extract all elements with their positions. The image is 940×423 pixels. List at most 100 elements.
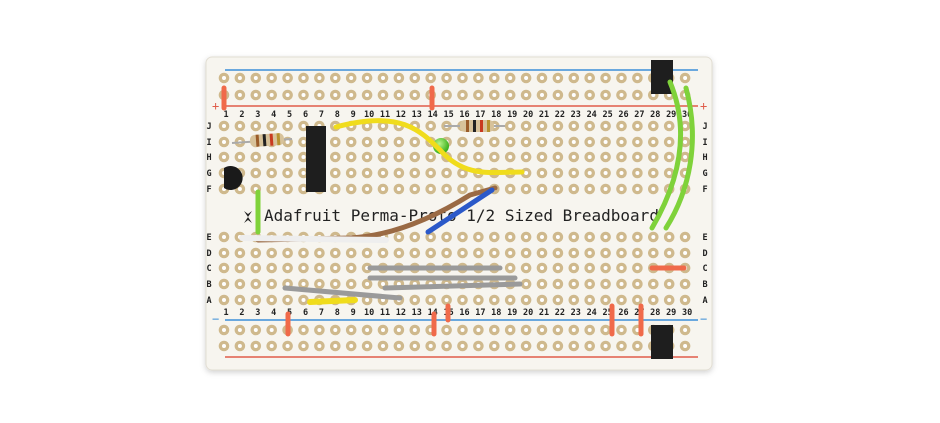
- pad-hole: [285, 298, 290, 302]
- pad-hole: [540, 93, 544, 97]
- pad-hole: [349, 282, 354, 286]
- pad-hole: [603, 155, 608, 159]
- pad-hole: [333, 266, 338, 270]
- column-number-bottom: 10: [364, 308, 374, 318]
- pad-hole: [540, 266, 544, 270]
- pad-hole: [381, 171, 385, 175]
- row-letter-left: F: [206, 185, 211, 195]
- pad-hole: [555, 298, 560, 302]
- pad-hole: [269, 171, 274, 175]
- pad-hole: [587, 328, 592, 332]
- pad-hole: [301, 93, 306, 97]
- pad-hole: [683, 155, 688, 159]
- pad-hole: [635, 171, 640, 175]
- pad-hole: [587, 124, 592, 128]
- pad-hole: [619, 282, 624, 286]
- grey-wire-4: [282, 285, 403, 301]
- column-number-bottom: 18: [491, 308, 501, 318]
- pad-hole: [333, 171, 338, 175]
- pad-hole: [269, 187, 274, 191]
- pad-hole: [571, 344, 576, 348]
- pad-hole: [571, 140, 576, 144]
- pad-hole: [381, 76, 385, 80]
- pad-hole: [269, 155, 274, 159]
- pad-hole: [428, 298, 433, 302]
- row-letter-right: G: [702, 169, 707, 179]
- column-number-top: 21: [539, 110, 549, 120]
- pad-hole: [428, 187, 433, 191]
- pad-hole: [508, 344, 513, 348]
- pad-hole: [285, 155, 290, 159]
- pad-hole: [460, 344, 465, 348]
- pad-hole: [349, 155, 354, 159]
- pad-hole: [237, 187, 242, 191]
- minus-sign-br: −: [700, 312, 707, 326]
- pad-hole: [492, 140, 497, 144]
- pad-hole: [603, 266, 608, 270]
- column-number-top: 6: [303, 110, 308, 120]
- pad-hole: [619, 187, 624, 191]
- pad-hole: [587, 298, 592, 302]
- pad-hole: [476, 76, 481, 80]
- pad-hole: [333, 140, 338, 144]
- pad-hole: [571, 266, 576, 270]
- column-number-top: 17: [475, 110, 485, 120]
- pad-hole: [381, 140, 385, 144]
- pad-hole: [428, 76, 433, 80]
- pad-hole: [683, 328, 688, 332]
- column-number-bottom: 25: [602, 308, 612, 318]
- pad-hole: [285, 93, 290, 97]
- pad-hole: [524, 251, 529, 255]
- pad-hole: [460, 93, 465, 97]
- pad-hole: [317, 251, 322, 255]
- pad-hole: [333, 187, 338, 191]
- yellow-wire-top: [333, 118, 525, 176]
- pad-hole: [301, 155, 306, 159]
- pad-hole: [237, 282, 242, 286]
- pad-hole: [269, 76, 274, 80]
- pad-hole: [651, 187, 656, 191]
- column-number-bottom: 29: [666, 308, 676, 318]
- pad-hole: [301, 298, 306, 302]
- pad-hole: [285, 251, 290, 255]
- pad-hole: [619, 266, 624, 270]
- column-number-bottom: 20: [523, 308, 533, 318]
- pad-hole: [333, 251, 338, 255]
- pad-hole: [603, 171, 608, 175]
- pad-hole: [476, 328, 481, 332]
- pad-hole: [587, 282, 592, 286]
- green-wire-right-1: [649, 79, 683, 231]
- pad-hole: [444, 251, 449, 255]
- pad-hole: [285, 266, 290, 270]
- column-number-top: 18: [491, 110, 501, 120]
- pad-hole: [571, 282, 576, 286]
- column-number-top: 13: [412, 110, 422, 120]
- pad-hole: [285, 344, 290, 348]
- pad-hole: [412, 171, 417, 175]
- pad-hole: [269, 328, 274, 332]
- column-number-top: 4: [271, 110, 276, 120]
- column-number-bottom: 24: [587, 308, 597, 318]
- pad-hole: [301, 76, 306, 80]
- pad-hole: [540, 344, 544, 348]
- pad-hole: [635, 93, 640, 97]
- pad-hole: [476, 298, 481, 302]
- pad-hole: [619, 171, 624, 175]
- pad-hole: [683, 282, 688, 286]
- pad-hole: [365, 328, 370, 332]
- pad-hole: [396, 140, 401, 144]
- pad-hole: [492, 298, 497, 302]
- pad-hole: [396, 235, 401, 239]
- pad-hole: [540, 328, 544, 332]
- pad-hole: [349, 76, 354, 80]
- pad-hole: [603, 251, 608, 255]
- pad-hole: [555, 266, 560, 270]
- pad-hole: [269, 282, 274, 286]
- pad-hole: [237, 266, 242, 270]
- pad-hole: [619, 76, 624, 80]
- pad-hole: [333, 76, 338, 80]
- pad-hole: [253, 93, 258, 97]
- pad-hole: [412, 344, 417, 348]
- pad-hole: [412, 76, 417, 80]
- pad-hole: [237, 298, 242, 302]
